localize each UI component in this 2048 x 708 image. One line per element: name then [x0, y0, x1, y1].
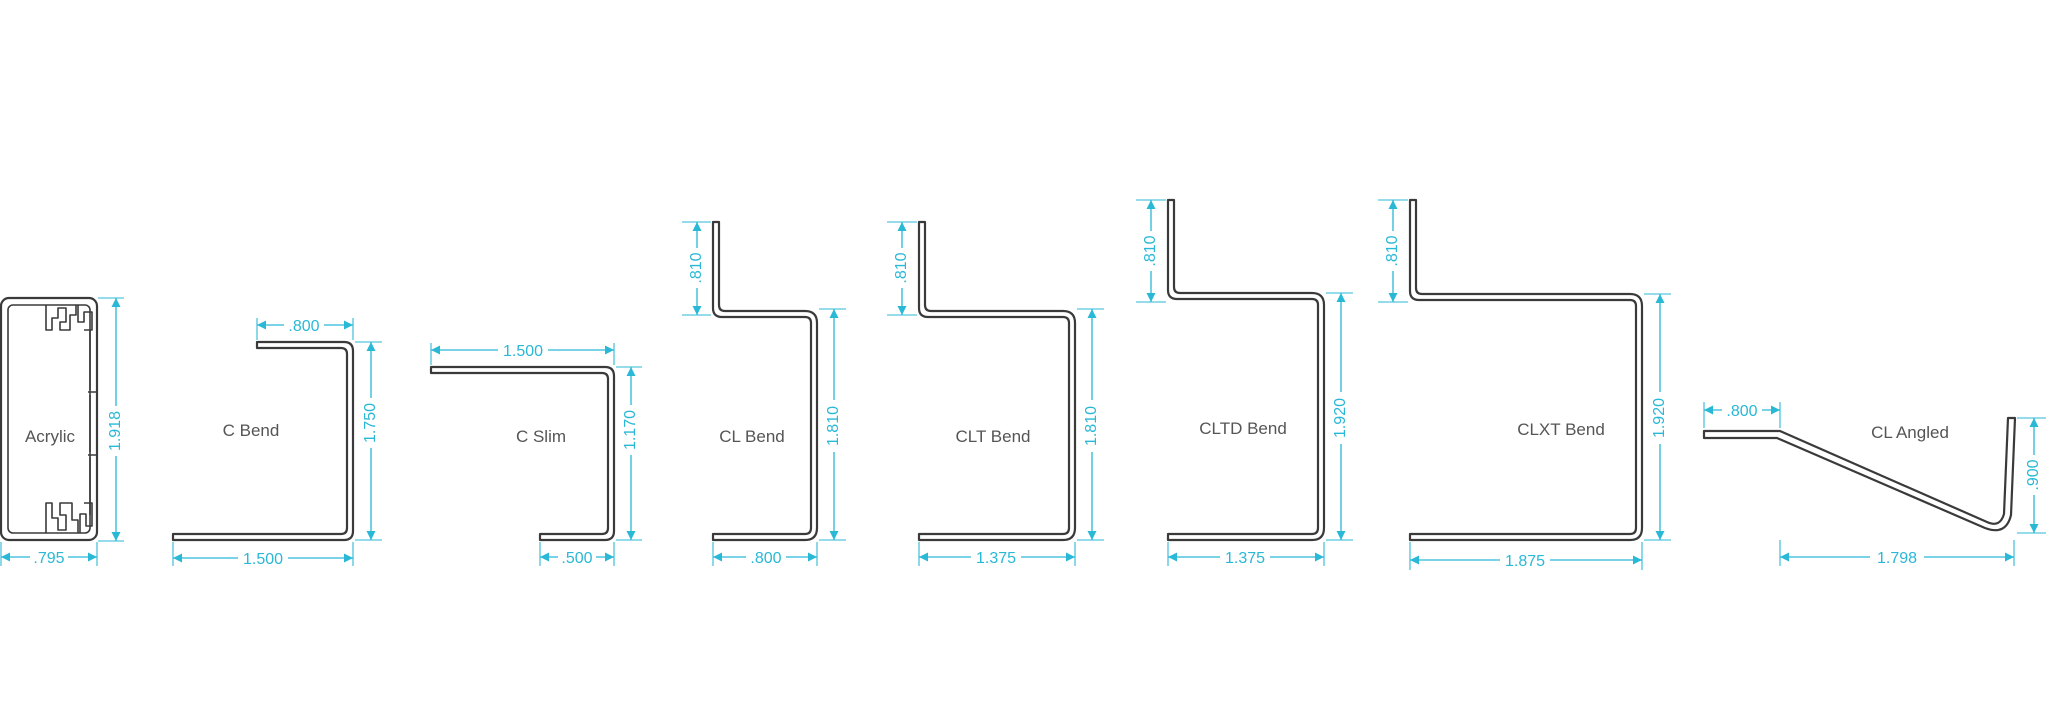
- cl-bend-width-dim-text: .800: [750, 550, 781, 567]
- c-bend-width-dim-text: 1.500: [243, 551, 283, 568]
- profile-cl-angled: CL Angled .800 .900 1.798: [1702, 401, 2046, 567]
- cl-angled-shape: [1702, 416, 2017, 532]
- cl-angled-height-dim-text: .900: [2025, 459, 2042, 490]
- profile-cltd-bend: CLTD Bend .810 1.920 1.375: [1136, 198, 1353, 567]
- acrylic-top-clip-shape: [45, 305, 93, 331]
- cltd-bend-shape: [1166, 198, 1326, 542]
- clt-bend-shape: [917, 220, 1077, 542]
- cltd-bend-height-dim-text: 1.920: [1332, 398, 1349, 438]
- clt-bend-height-dim-text: 1.810: [1083, 406, 1100, 446]
- cl-bend-height-dim-text: 1.810: [825, 406, 842, 446]
- acrylic-height-dim-bg: [104, 406, 128, 456]
- clxt-bend-height-dim-text: 1.920: [1651, 398, 1668, 438]
- acrylic-bottom-clip-shape: [45, 502, 93, 533]
- cltd-bend-height-dim-bg: [1329, 392, 1353, 444]
- profile-clt-bend: CLT Bend .810 1.810 1.375: [887, 220, 1104, 567]
- acrylic-width-dim-text: .795: [33, 550, 64, 567]
- cl-bend-shape: [711, 220, 819, 542]
- label-clt-bend: CLT Bend: [956, 427, 1031, 446]
- acrylic-outer-shape: [0, 296, 99, 542]
- clt-bend-width-dim-text: 1.375: [976, 550, 1016, 567]
- clxt-bend-lip-dim-bg: [1381, 231, 1405, 271]
- label-acrylic: Acrylic: [25, 427, 76, 446]
- c-bend-shape: [171, 340, 355, 542]
- clxt-bend-lip-dim-text: .810: [1384, 235, 1401, 266]
- clxt-bend-height-dim-bg: [1648, 392, 1672, 444]
- label-clxt-bend: CLXT Bend: [1517, 420, 1605, 439]
- label-cltd-bend: CLTD Bend: [1199, 419, 1287, 438]
- cl-angled-width-dim-text: 1.798: [1877, 550, 1917, 567]
- c-slim-height-dim-text: 1.170: [622, 410, 639, 450]
- cl-angled-top-dim-bg: [1722, 401, 1762, 419]
- cltd-bend-width-dim-bg: [1220, 548, 1270, 566]
- acrylic-inner-shape: [7, 304, 91, 534]
- label-cl-bend: CL Bend: [719, 427, 785, 446]
- clt-bend-width-dim-bg: [971, 548, 1021, 566]
- cl-angled-top-dim-text: .800: [1726, 403, 1757, 420]
- clt-bend-lip-dim-text: .810: [893, 252, 910, 283]
- label-c-slim: C Slim: [516, 427, 566, 446]
- c-slim-top-dim-text: 1.500: [503, 343, 543, 360]
- cl-bend-lip-dim-bg: [685, 248, 709, 288]
- cl-angled-height-dim-bg: [2022, 455, 2046, 495]
- cl-angled-width-dim-bg: [1870, 548, 1924, 566]
- clxt-bend-shape: [1408, 198, 1644, 542]
- profile-acrylic: Acrylic 1.918 .795: [0, 296, 128, 567]
- clxt-bend-width-dim-text: 1.875: [1505, 553, 1545, 570]
- profile-clxt-bend: CLXT Bend .810 1.920 1.875: [1378, 198, 1672, 570]
- c-bend-height-dim-bg: [359, 398, 383, 448]
- c-slim-top-dim-bg: [498, 341, 548, 359]
- c-bend-top-dim-text: .800: [288, 318, 319, 335]
- c-slim-width-dim-bg: [558, 548, 596, 566]
- c-bend-top-dim-bg: [284, 316, 324, 334]
- cltd-bend-width-dim-text: 1.375: [1225, 550, 1265, 567]
- cl-bend-lip-dim-text: .810: [688, 252, 705, 283]
- profile-cl-bend: CL Bend .810 1.810 .800: [682, 220, 846, 567]
- acrylic-channel-shape: [88, 330, 97, 515]
- cl-bend-height-dim-bg: [822, 400, 846, 452]
- c-slim-height-dim-bg: [619, 405, 643, 455]
- clxt-bend-width-dim-bg: [1500, 551, 1550, 569]
- clt-bend-lip-dim-bg: [890, 248, 914, 288]
- acrylic-height-dim-text: 1.918: [107, 411, 124, 451]
- cltd-bend-lip-dim-text: .810: [1142, 235, 1159, 266]
- cl-bend-width-dim-bg: [746, 548, 786, 566]
- c-slim-width-dim-text: .500: [561, 550, 592, 567]
- label-cl-angled: CL Angled: [1871, 423, 1949, 442]
- clt-bend-height-dim-bg: [1080, 400, 1104, 452]
- acrylic-width-dim-bg: [30, 548, 68, 566]
- cltd-bend-lip-dim-bg: [1139, 231, 1163, 271]
- profile-c-bend: C Bend .800 1.750 1.500: [171, 316, 383, 568]
- profile-c-slim: C Slim 1.500 1.170 .500: [429, 341, 643, 567]
- label-c-bend: C Bend: [223, 421, 280, 440]
- c-bend-height-dim-text: 1.750: [362, 403, 379, 443]
- c-slim-shape: [429, 365, 616, 542]
- c-bend-width-dim-bg: [238, 549, 288, 567]
